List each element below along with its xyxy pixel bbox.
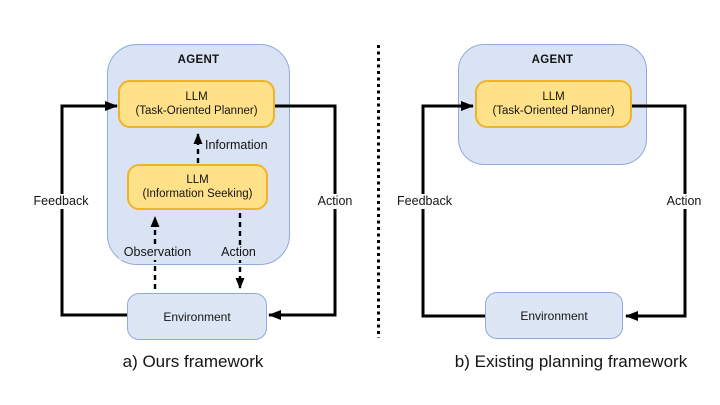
caption-panel-a: a) Ours framework bbox=[122, 352, 264, 371]
action-label-b: Action bbox=[661, 194, 707, 209]
llm-task-oriented-planner-box-a: LLM (Task-Oriented Planner) bbox=[118, 80, 275, 128]
seeker-line2-a: (Information Seeking) bbox=[142, 188, 253, 200]
agent-title-b: AGENT bbox=[531, 54, 574, 66]
llm-task-oriented-planner-box-b: LLM (Task-Oriented Planner) bbox=[475, 80, 632, 128]
information-label-a: Information bbox=[205, 138, 268, 152]
observation-label-a: Observation bbox=[119, 245, 196, 260]
action-inner-label-a: Action bbox=[215, 245, 262, 260]
planner-line2-b: (Task-Oriented Planner) bbox=[492, 105, 615, 117]
agent-title-a: AGENT bbox=[177, 54, 220, 66]
action-label-a: Action bbox=[312, 194, 358, 209]
planner-line1-b: LLM bbox=[542, 91, 565, 103]
agent-container-a: AGENT bbox=[107, 44, 290, 265]
caption-panel-b: b) Existing planning framework bbox=[454, 352, 688, 371]
llm-information-seeking-box-a: LLM (Information Seeking) bbox=[127, 164, 268, 210]
planner-line1-a: LLM bbox=[185, 91, 208, 103]
seeker-line1-a: LLM bbox=[186, 174, 209, 186]
planner-line2-a: (Task-Oriented Planner) bbox=[135, 105, 258, 117]
feedback-label-b: Feedback bbox=[395, 194, 454, 209]
panel-divider-dotted-line bbox=[377, 45, 380, 338]
environment-label-b: Environment bbox=[520, 308, 588, 323]
environment-label-a: Environment bbox=[163, 309, 231, 324]
environment-box-b: Environment bbox=[485, 292, 623, 339]
environment-box-a: Environment bbox=[127, 293, 267, 340]
feedback-label-a: Feedback bbox=[32, 194, 90, 209]
